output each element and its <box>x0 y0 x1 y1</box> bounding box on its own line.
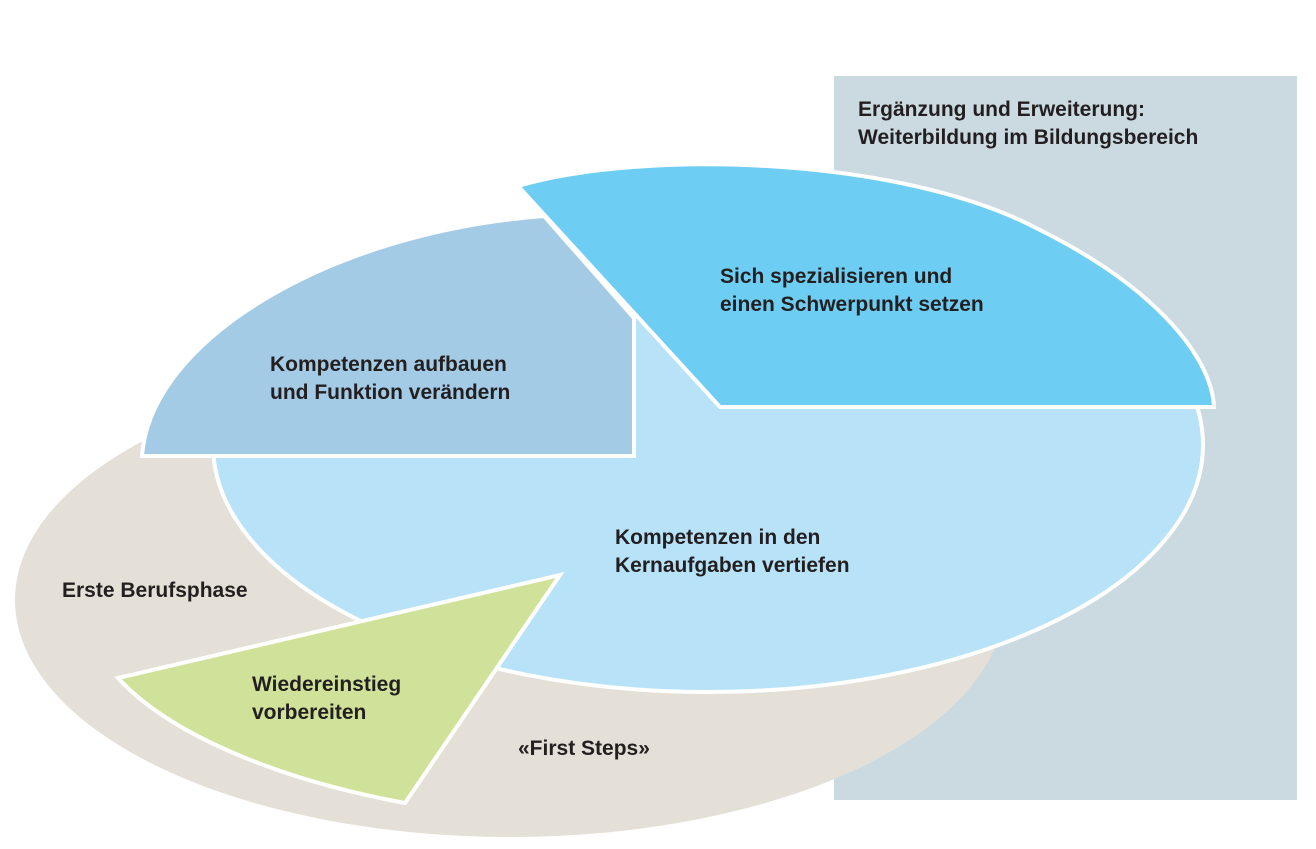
build-label-line-2: und Funktion verändern <box>270 381 511 404</box>
reentry-label: Wiedereinstieg vorbereiten <box>252 671 401 727</box>
build-competencies-segment <box>139 213 636 458</box>
panel-heading: Ergänzung und Erweiterung: Weiterbildung… <box>858 96 1198 152</box>
reentry-label-line-2: vorbereiten <box>252 701 367 724</box>
first-career-phase-text: Erste Berufsphase <box>62 579 248 602</box>
reentry-label-line-1: Wiedereinstieg <box>252 673 402 696</box>
build-label: Kompetenzen aufbauen und Funktion veränd… <box>270 351 510 407</box>
first-steps-label: «First Steps» <box>518 735 650 763</box>
core-label-line-1: Kompetenzen in den <box>615 526 821 549</box>
first-steps-text: «First Steps» <box>518 737 650 760</box>
panel-heading-line-2: Weiterbildung im Bildungsbereich <box>858 126 1199 149</box>
core-label-line-2: Kernaufgaben vertiefen <box>615 554 850 577</box>
reentry-segment <box>114 571 565 806</box>
specialize-label-line-1: Sich spezialisieren und <box>720 265 953 288</box>
panel-heading-line-1: Ergänzung und Erweiterung: <box>858 98 1145 121</box>
specialization-segment <box>514 162 1217 409</box>
specialize-label: Sich spezialisieren und einen Schwerpunk… <box>720 263 984 319</box>
build-label-line-1: Kompetenzen aufbauen <box>270 353 507 376</box>
core-label: Kompetenzen in den Kernaufgaben vertiefe… <box>615 524 850 580</box>
specialize-label-line-2: einen Schwerpunkt setzen <box>720 293 984 316</box>
first-career-phase-label: Erste Berufsphase <box>62 577 248 605</box>
